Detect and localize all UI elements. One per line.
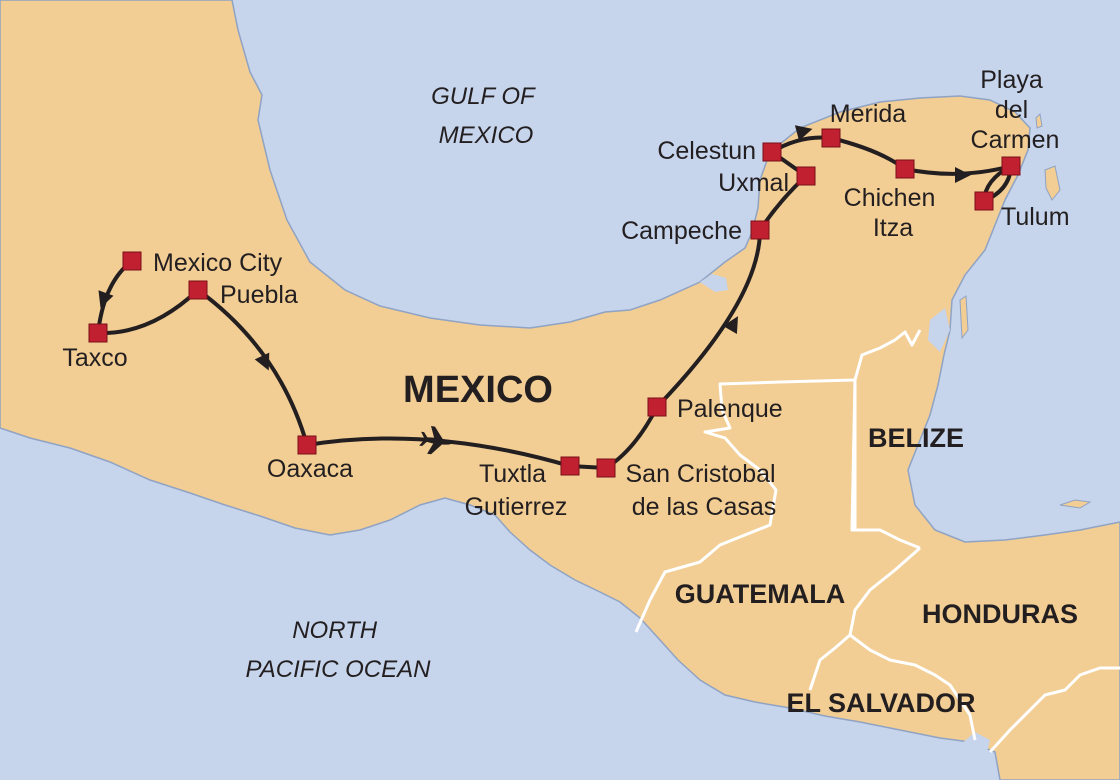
route-palenque-campeche (655, 228, 762, 409)
stop-marker-uxmal (796, 166, 816, 186)
border-belize-guatemala (850, 379, 921, 550)
route-taxco-puebla (96, 288, 200, 336)
arrowhead-icon (98, 290, 114, 309)
stop-label-tulum: Tulum (1001, 203, 1070, 231)
bay-islands (1059, 499, 1092, 509)
country-label-mexico: MEXICO (403, 369, 553, 411)
stop-marker-campeche (750, 220, 770, 240)
ambergris-caye (959, 295, 969, 340)
laguna-de-terminos (700, 274, 728, 292)
isla-mujeres (1035, 112, 1043, 129)
arrowhead-icon (254, 352, 270, 371)
stop-label-merida: Merida (830, 100, 907, 128)
stop-label-san-cristobal: San Cristobal de las Casas (625, 460, 782, 521)
stop-marker-puebla (188, 280, 208, 300)
stop-marker-tuxtla-gutierrez (560, 456, 580, 476)
stop-marker-tulum (974, 191, 994, 211)
chetumal-bay (928, 308, 950, 352)
arrowhead-icon (723, 316, 738, 334)
stop-label-celestun: Celestun (657, 137, 756, 165)
cozumel-island (1044, 165, 1061, 201)
border-honduras-nicaragua (988, 666, 1120, 754)
arrowhead-icon (794, 125, 813, 141)
stop-marker-chichen-itza (895, 159, 915, 179)
gulf-of-fonseca (960, 732, 990, 760)
country-label-guatemala: GUATEMALA (675, 579, 845, 609)
stop-label-campeche: Campeche (621, 217, 742, 245)
border-elsalvador-honduras (849, 633, 977, 741)
stop-marker-merida (821, 128, 841, 148)
country-label-honduras: HONDURAS (922, 599, 1078, 629)
country-label-belize: BELIZE (868, 423, 964, 453)
stop-label-taxco: Taxco (62, 344, 127, 372)
border-mexico-guatemala (634, 378, 857, 633)
stop-marker-playa-del-carmen (1001, 156, 1021, 176)
stop-label-oaxaca: Oaxaca (267, 455, 353, 483)
stop-label-mexico-city: Mexico City (153, 249, 283, 277)
stop-marker-taxco (88, 323, 108, 343)
stop-marker-mexico-city (122, 251, 142, 271)
airplane-icon (419, 426, 452, 455)
border-mexico-belize (853, 329, 922, 381)
stop-label-chichen-itza: Chichen Itza (844, 184, 943, 242)
stop-marker-oaxaca (297, 435, 317, 455)
sea-label-gulf: GULF OF MEXICO (431, 83, 541, 149)
stop-label-tuxtla-gutierrez: Tuxtla Gutierrez (465, 460, 568, 521)
border-guatemala-elsalvador (808, 633, 851, 691)
stop-label-puebla: Puebla (220, 281, 298, 309)
stop-label-playa-del-carmen: Playa del Carmen (971, 66, 1060, 154)
stop-label-palenque: Palenque (677, 395, 783, 423)
sea-label-pacific: NORTH PACIFIC OCEAN (246, 617, 432, 683)
stop-marker-celestun (762, 142, 782, 162)
border-guatemala-honduras (848, 546, 921, 636)
stop-marker-san-cristobal (596, 458, 616, 478)
country-label-el-salvador: EL SALVADOR (786, 688, 975, 718)
arrowhead-icon (955, 167, 971, 183)
stop-label-uxmal: Uxmal (718, 169, 789, 197)
stop-marker-palenque (647, 397, 667, 417)
